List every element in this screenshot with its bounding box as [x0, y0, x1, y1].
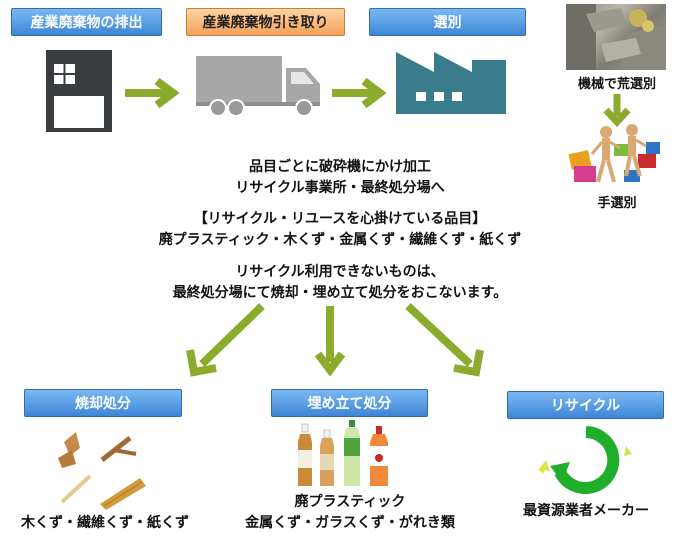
truck-icon: [196, 56, 320, 117]
center-text-line4: 廃プラスティック・木くず・金属くず・繊維くず・紙くず: [158, 232, 522, 248]
pickup-label: 産業廃棄物引き取り: [202, 15, 329, 31]
hand-sort-illustration: [568, 124, 660, 183]
center-text-line6: 最終処分場にて焼却・埋め立て処分をおこないます。: [172, 285, 508, 301]
machine-sort-label: 機械で荒選別: [577, 77, 656, 92]
distribution-arrows: [186, 303, 484, 377]
landfill-label: 埋め立て処分: [307, 396, 392, 412]
incineration-label: 焼却処分: [75, 396, 131, 412]
center-text-line2: リサイクル事業所・最終処分場へ: [235, 180, 445, 196]
bottles-icon: [298, 420, 388, 486]
landfill-items-2: 金属くず・ガラスくず・がれき類: [245, 515, 455, 531]
center-text-line3: 【リサイクル・リユースを心掛けている品目】: [193, 211, 487, 227]
machine-sort-photo: [566, 4, 666, 70]
landfill-items-1: 廃プラスティック: [294, 494, 406, 510]
recycle-icon: [538, 426, 632, 494]
arrow-down-icon: [603, 94, 631, 128]
wood-icon: [58, 432, 146, 510]
center-text-line5: リサイクル利用できないものは、: [235, 264, 445, 280]
incineration-box: 焼却処分: [24, 389, 182, 417]
discharge-box: 産業廃棄物の排出: [11, 8, 162, 36]
hand-sort-label: 手選別: [597, 196, 637, 211]
sorting-box: 選別: [369, 8, 526, 36]
discharge-label: 産業廃棄物の排出: [30, 15, 143, 31]
recycle-items: 最資源業者メーカー: [523, 503, 649, 519]
arrow-right-icon: [332, 78, 387, 108]
recycle-label: リサイクル: [550, 398, 621, 414]
incineration-items: 木くず・繊維くず・紙くず: [21, 515, 189, 531]
pickup-box: 産業廃棄物引き取り: [186, 8, 345, 36]
factory-icon: [396, 52, 506, 114]
recycle-box: リサイクル: [507, 391, 664, 419]
building-icon: [46, 50, 112, 132]
sorting-label: 選別: [433, 15, 462, 31]
landfill-box: 埋め立て処分: [271, 389, 428, 417]
center-text-line1: 品目ごとに破砕機にかけ加工: [249, 159, 431, 175]
arrow-right-icon: [125, 78, 180, 108]
